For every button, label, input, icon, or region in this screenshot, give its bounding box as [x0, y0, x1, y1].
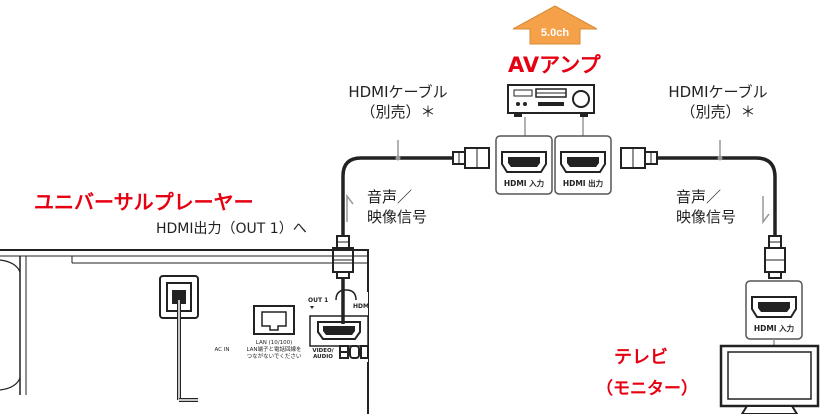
amp-hdmi-in-label: HDMI 入力	[504, 178, 544, 188]
right-cable-label-line1: HDMIケーブル	[668, 83, 768, 101]
amp-port-panel: HDMI 入力 HDMI 出力	[495, 117, 612, 195]
hdmi-plug-icon	[452, 147, 490, 169]
signal-up-arrow-icon	[346, 193, 354, 222]
amp-title: AVアンプ	[508, 53, 601, 77]
signal-down-arrow-icon	[762, 196, 770, 225]
player-output-label: HDMI出力（OUT 1）へ	[156, 221, 307, 237]
player-title: ユニバーサルプレーヤー	[34, 190, 254, 214]
right-cable-label-line2: （別売）＊	[680, 103, 756, 121]
left-signal-line1: 音声／	[367, 188, 413, 206]
left-signal-line2: 映像信号	[367, 208, 428, 226]
television-icon	[719, 344, 820, 414]
hdmi-plug-icon	[332, 235, 354, 279]
lan-port-icon	[253, 305, 295, 335]
channel-badge: 5.0ch	[541, 27, 569, 39]
hdmi-plug-icon	[620, 147, 658, 169]
channel-arrow-shape	[512, 5, 598, 45]
out1-label: OUT 1	[308, 297, 328, 304]
right-hdmi-cable	[620, 140, 786, 279]
left-cable-label-line2: （別売）＊	[360, 103, 436, 121]
hdmi-port-icon	[751, 296, 797, 318]
left-cable-label-line1: HDMIケーブル	[348, 83, 448, 101]
video-audio-label-2: AUDIO	[313, 354, 333, 360]
video-audio-label-1: VIDEO/	[312, 348, 334, 354]
hdmi-port-icon	[501, 151, 547, 173]
hdmi-logo-icon	[339, 345, 369, 359]
right-signal-line2: 映像信号	[676, 208, 737, 226]
ac-inlet-icon	[159, 275, 199, 319]
universal-player-icon: LAN (10/100) LAN端子と電話回線を つながないでください AC I…	[0, 249, 369, 414]
left-hdmi-cable	[332, 140, 490, 279]
lan-note-line2: つながないでください	[247, 352, 302, 360]
tv-title: テレビ	[614, 347, 668, 368]
power-cord-icon	[177, 300, 198, 402]
tv-hdmi-in-label: HDMI 入力	[754, 323, 794, 333]
lan-note-line1: LAN端子と電話回線を	[246, 345, 301, 353]
right-signal-line1: 音声／	[676, 188, 722, 206]
hdmi-plug-icon	[764, 235, 786, 279]
ac-in-label: AC IN	[215, 347, 230, 353]
hdmi-partial-label: HDM	[353, 303, 369, 310]
tv-subtitle: （モニター）	[596, 379, 698, 399]
hdmi-port-icon	[560, 151, 606, 173]
amp-hdmi-out-label: HDMI 出力	[563, 178, 603, 188]
tv-port-panel: HDMI 入力	[745, 280, 803, 346]
av-amplifier-icon	[507, 84, 595, 117]
lan-label: LAN (10/100)	[256, 340, 292, 346]
player-hdmi-out-panel: OUT 1 HDM VIDEO/ AUDIO	[304, 289, 369, 362]
up-arrow-icon: 5.0ch	[512, 5, 598, 45]
